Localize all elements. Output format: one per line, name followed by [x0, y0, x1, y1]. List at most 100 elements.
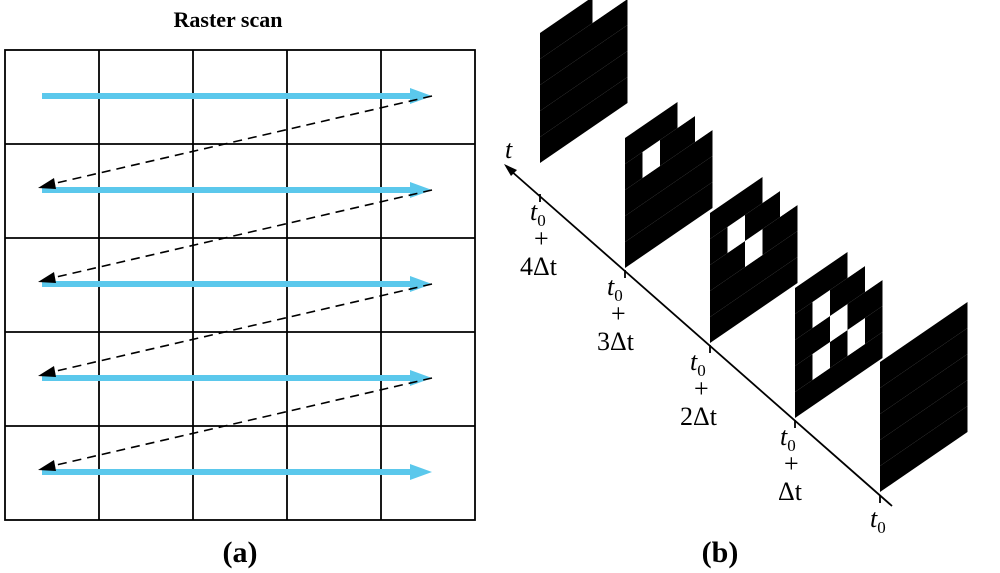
frame-cell-black: [610, 25, 628, 63]
frame-cell-black: [880, 376, 898, 414]
frame-cell-black: [575, 23, 593, 61]
frame-cell-black: [540, 47, 558, 85]
retrace-arrowhead: [38, 366, 56, 377]
frame-cell-black: [625, 126, 643, 164]
frame-cell-black: [865, 332, 883, 370]
frame-cell-black: [950, 380, 968, 418]
frame-cell-black: [540, 21, 558, 59]
frame-cell-black: [642, 114, 660, 152]
frame-cell-black: [880, 402, 898, 440]
frame-cell-white: [812, 342, 830, 380]
frame-cell-white: [762, 165, 780, 203]
frame-cell-black: [557, 87, 575, 125]
frame-cell-white: [780, 179, 798, 217]
frame-cell-black: [660, 180, 678, 218]
frame-cell-black: [557, 9, 575, 47]
frame-cell-black: [865, 306, 883, 344]
frame-cell-black: [830, 356, 848, 394]
frame-cell-black: [950, 354, 968, 392]
time-label-t0-plus-3dt: t0: [607, 272, 623, 305]
frame-cell-black: [625, 230, 643, 268]
time-label-t0: t0: [870, 504, 886, 537]
frame-cell-black: [625, 152, 643, 190]
retrace-arrowhead: [38, 272, 56, 283]
frame-cell-black: [592, 37, 610, 75]
frame-cell-black: [575, 101, 593, 139]
frame-cell-black: [575, 0, 593, 35]
panel-a-label: (a): [223, 536, 258, 569]
frame-0: [880, 302, 968, 492]
frame-cell-black: [695, 156, 713, 194]
frame-3: [625, 78, 713, 268]
frame-cell-black: [915, 326, 933, 364]
frame-cell-black: [710, 201, 728, 239]
time-label-plus: +: [694, 374, 709, 403]
time-label-delta: Δt: [778, 477, 803, 506]
frame-cell-white: [677, 90, 695, 128]
frame-cell-black: [897, 442, 915, 480]
frame-cell-black: [932, 418, 950, 456]
retrace-line: [51, 283, 433, 373]
frame-cell-white: [847, 240, 865, 278]
time-label-plus: +: [534, 224, 549, 253]
frame-cell-black: [830, 278, 848, 316]
frame-2: [710, 153, 798, 343]
frame-cell-black: [780, 231, 798, 269]
scan-lines: [42, 88, 432, 480]
frame-cell-black: [745, 281, 763, 319]
time-label-delta: 3Δt: [597, 327, 635, 356]
time-label-plus: +: [784, 449, 799, 478]
frame-cell-black: [610, 0, 628, 37]
frame-cell-black: [727, 267, 745, 305]
frame-cell-black: [642, 192, 660, 230]
frame-cell-black: [642, 218, 660, 256]
frame-cell-black: [762, 217, 780, 255]
time-label-t0-plus-2dt: t0: [690, 347, 706, 380]
time-label-delta: 2Δt: [680, 402, 718, 431]
frame-cell-black: [745, 203, 763, 241]
frame-4: [540, 0, 628, 163]
time-ticks: [539, 194, 881, 503]
frame-cell-black: [677, 116, 695, 154]
frame-cell-white: [745, 229, 763, 267]
frame-cell-black: [677, 194, 695, 232]
time-label-plus: +: [611, 299, 626, 328]
frame-cell-black: [745, 177, 763, 215]
frame-cell-white: [642, 140, 660, 178]
frame-1: [795, 228, 883, 418]
frame-cell-white: [695, 78, 713, 116]
frame-cell-black: [557, 35, 575, 73]
frame-cell-black: [710, 253, 728, 291]
frame-cell-white: [780, 153, 798, 191]
grid-border: [4, 49, 476, 521]
frame-cell-black: [812, 264, 830, 302]
frame-cell-black: [727, 241, 745, 279]
frame-cell-black: [897, 390, 915, 428]
frame-cell-black: [660, 206, 678, 244]
frame-cell-black: [830, 252, 848, 290]
time-label-delta: 4Δt: [520, 252, 558, 281]
frame-cell-white: [865, 228, 883, 266]
frame-cell-black: [592, 89, 610, 127]
frame-cell-black: [847, 266, 865, 304]
frame-cell-black: [660, 102, 678, 140]
frame-cell-white: [727, 215, 745, 253]
frame-cell-black: [880, 428, 898, 466]
frame-cell-black: [880, 454, 898, 492]
frame-cell-black: [795, 302, 813, 340]
frame-cell-black: [847, 292, 865, 330]
time-axis-arrowhead: [504, 164, 517, 176]
frame-cell-black: [950, 328, 968, 366]
frame-cell-black: [762, 269, 780, 307]
frame-cell-white: [865, 254, 883, 292]
frame-cell-black: [660, 128, 678, 166]
frame-cell-black: [575, 75, 593, 113]
frame-cell-black: [660, 154, 678, 192]
frame-cell-black: [812, 368, 830, 406]
retrace-line: [51, 189, 433, 279]
time-label-t0-plus-dt: t0: [780, 422, 796, 455]
frame-cell-black: [710, 227, 728, 265]
frame-cell-black: [897, 416, 915, 454]
frame-cell-black: [677, 168, 695, 206]
retrace-lines: [38, 95, 433, 471]
